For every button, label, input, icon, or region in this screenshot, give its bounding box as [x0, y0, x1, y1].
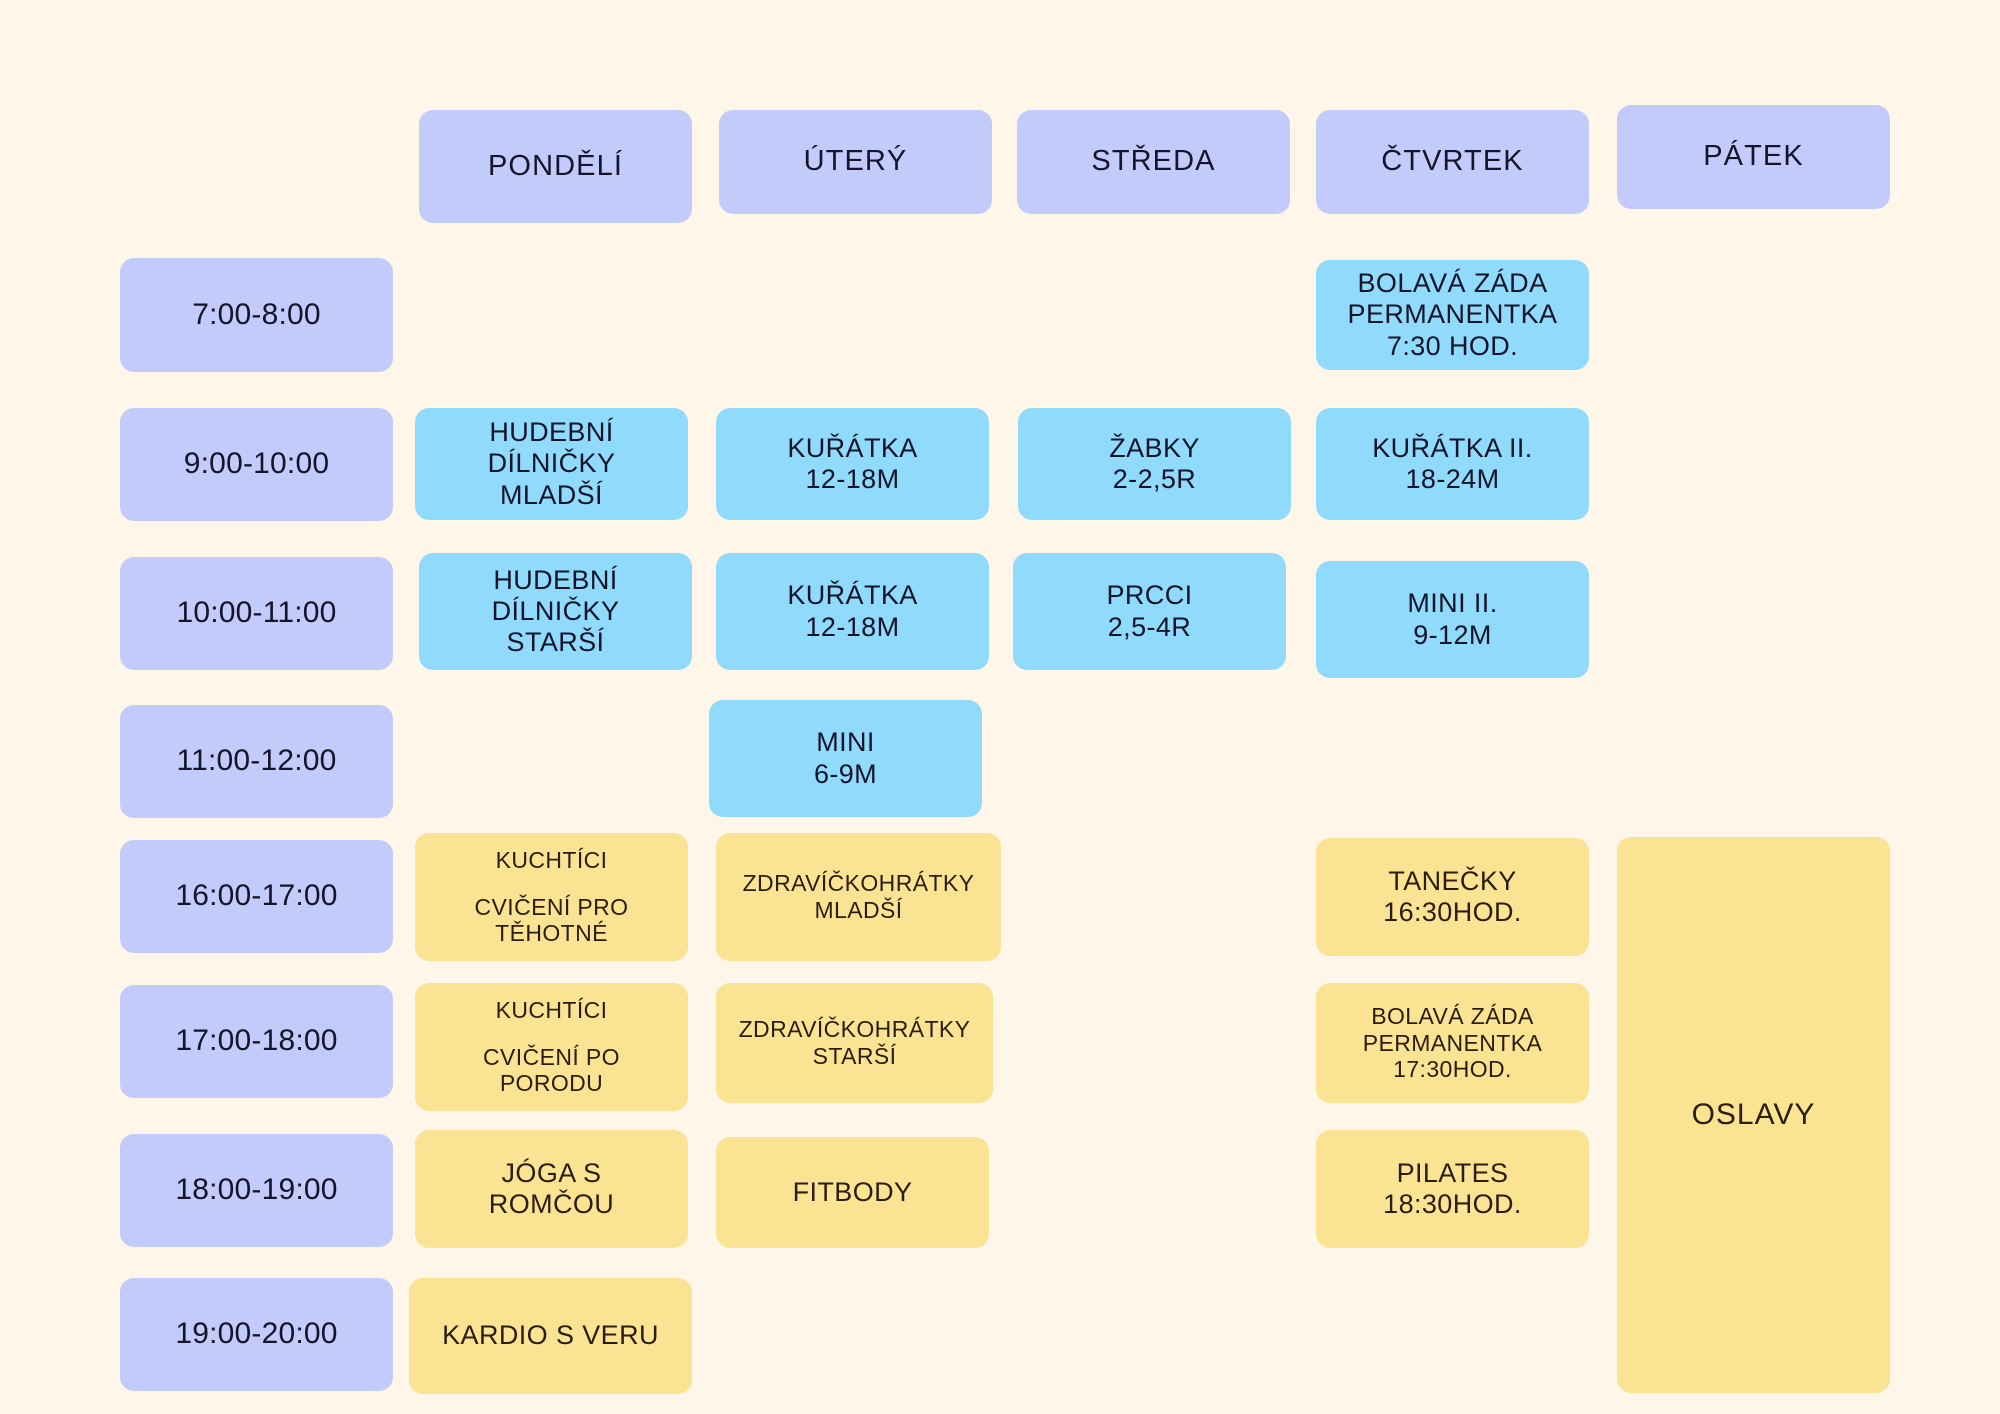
- class-line-2: 18:30HOD.: [1383, 1189, 1522, 1219]
- class-line-1: PILATES: [1396, 1157, 1509, 1188]
- class-line-2: ROMČOU: [488, 1189, 615, 1219]
- class-line-3: MLADŠÍ: [500, 479, 603, 510]
- time-label: 17:00-18:00: [175, 1024, 338, 1058]
- class-line-3: 17:30HOD.: [1393, 1056, 1512, 1083]
- class-line-1: KUCHTÍCI: [495, 996, 608, 1023]
- class-card-friday-oslavy[interactable]: OSLAVY: [1617, 837, 1890, 1393]
- class-line-1: HUDEBNÍ: [489, 417, 614, 448]
- class-card-thursday-1000-mini-ii[interactable]: MINI II. 9-12M: [1316, 561, 1589, 678]
- time-label: 16:00-17:00: [175, 879, 338, 913]
- time-slot-1900-2000: 19:00-20:00: [120, 1278, 393, 1391]
- class-line-3: PORODU: [499, 1070, 604, 1097]
- class-card-tuesday-1600-zdravickohratky-mladsi[interactable]: ZDRAVÍČKOHRÁTKY MLADŠÍ: [716, 833, 1001, 961]
- time-slot-1100-1200: 11:00-12:00: [120, 705, 393, 818]
- time-slot-1800-1900: 18:00-19:00: [120, 1134, 393, 1247]
- class-line-2: 12-18M: [805, 611, 900, 642]
- time-label: 9:00-10:00: [183, 447, 330, 481]
- class-card-monday-1800-joga-s-romcou[interactable]: JÓGA S ROMČOU: [415, 1130, 688, 1248]
- class-card-monday-1900-kardio-s-veru[interactable]: KARDIO S VERU: [409, 1278, 692, 1394]
- class-card-monday-1700-kuchtici-cviceni-po-porodu[interactable]: KUCHTÍCI CVIČENÍ PO PORODU: [415, 983, 688, 1111]
- class-line-1: MINI: [816, 727, 875, 758]
- class-line-1: JÓGA S: [501, 1157, 602, 1188]
- class-line-2: PERMANENTKA: [1347, 299, 1558, 330]
- class-line-2: 9-12M: [1413, 619, 1492, 650]
- class-line-3: TĚHOTNÉ: [495, 920, 608, 947]
- time-label: 10:00-11:00: [176, 596, 337, 630]
- time-label: 7:00-8:00: [192, 297, 321, 331]
- class-card-wednesday-1000-prcci[interactable]: PRCCI 2,5-4R: [1013, 553, 1286, 670]
- class-line-1: OSLAVY: [1691, 1097, 1816, 1131]
- class-card-tuesday-1700-zdravickohratky-starsi[interactable]: ZDRAVÍČKOHRÁTKY STARŠÍ: [716, 983, 993, 1103]
- class-line-1: KUŘÁTKA: [787, 580, 918, 611]
- class-line-2: 6-9M: [813, 758, 878, 789]
- class-line-1: FITBODY: [792, 1176, 913, 1207]
- class-line-2: 2-2,5R: [1112, 464, 1197, 494]
- class-card-tuesday-1000-kuratka[interactable]: KUŘÁTKA 12-18M: [716, 553, 989, 670]
- class-card-monday-1000-hudebni-dilnicky-starsi[interactable]: HUDEBNÍ DÍLNIČKY STARŠÍ: [419, 553, 692, 670]
- class-card-thursday-1800-pilates[interactable]: PILATES 18:30HOD.: [1316, 1130, 1589, 1248]
- class-line-2: DÍLNIČKY: [487, 448, 616, 479]
- time-slot-1700-1800: 17:00-18:00: [120, 985, 393, 1098]
- day-header-label: PONDĚLÍ: [487, 149, 623, 182]
- class-card-monday-1600-kuchtici-cviceni-pro-tehotne[interactable]: KUCHTÍCI CVIČENÍ PRO TĚHOTNÉ: [415, 833, 688, 961]
- day-header-friday: PÁTEK: [1617, 105, 1890, 209]
- time-slot-0700-0800: 7:00-8:00: [120, 258, 393, 372]
- class-line-1: PRCCI: [1106, 580, 1193, 611]
- class-card-tuesday-1100-mini[interactable]: MINI 6-9M: [709, 700, 982, 817]
- class-line-1: KARDIO S VERU: [442, 1320, 659, 1351]
- class-card-wednesday-0900-zabky[interactable]: ŽABKY 2-2,5R: [1018, 408, 1291, 520]
- class-card-tuesday-1800-fitbody[interactable]: FITBODY: [716, 1137, 989, 1248]
- day-header-label: PÁTEK: [1703, 140, 1804, 173]
- class-line-2: 2,5-4R: [1107, 611, 1192, 642]
- class-card-thursday-0730-bolava-zada[interactable]: BOLAVÁ ZÁDA PERMANENTKA 7:30 HOD.: [1316, 260, 1589, 370]
- class-line-2: PERMANENTKA: [1362, 1029, 1543, 1056]
- class-line-1: KUŘÁTKA II.: [1372, 432, 1533, 463]
- day-header-wednesday: STŘEDA: [1017, 110, 1290, 214]
- class-card-thursday-1700-bolava-zada[interactable]: BOLAVÁ ZÁDA PERMANENTKA 17:30HOD.: [1316, 983, 1589, 1103]
- class-card-thursday-1600-tanecky[interactable]: TANEČKY 16:30HOD.: [1316, 838, 1589, 956]
- day-header-label: ÚTERÝ: [803, 145, 908, 178]
- class-line-2: CVIČENÍ PRO: [474, 893, 629, 920]
- class-line-1: ŽABKY: [1109, 432, 1200, 463]
- day-header-label: STŘEDA: [1091, 145, 1216, 178]
- day-header-label: ČTVRTEK: [1381, 145, 1524, 178]
- class-line-1: TANEČKY: [1388, 865, 1517, 896]
- time-slot-1600-1700: 16:00-17:00: [120, 840, 393, 953]
- class-line-3: STARŠÍ: [506, 627, 605, 658]
- class-card-monday-0900-hudebni-dilnicky-mladsi[interactable]: HUDEBNÍ DÍLNIČKY MLADŠÍ: [415, 408, 688, 520]
- class-line-2: 12-18M: [805, 464, 900, 494]
- day-header-monday: PONDĚLÍ: [419, 110, 692, 223]
- class-line-1: MINI II.: [1407, 588, 1498, 619]
- day-header-thursday: ČTVRTEK: [1316, 110, 1589, 214]
- class-line-1: KUCHTÍCI: [495, 846, 608, 873]
- class-line-2: STARŠÍ: [812, 1043, 897, 1069]
- class-line-2: 18-24M: [1405, 464, 1500, 494]
- class-line-2: 16:30HOD.: [1383, 897, 1522, 927]
- class-line-1: BOLAVÁ ZÁDA: [1371, 1002, 1534, 1029]
- class-line-1: BOLAVÁ ZÁDA: [1357, 268, 1548, 299]
- day-header-tuesday: ÚTERÝ: [719, 110, 992, 214]
- class-card-thursday-0900-kuratka-ii[interactable]: KUŘÁTKA II. 18-24M: [1316, 408, 1589, 520]
- time-label: 11:00-12:00: [176, 744, 337, 778]
- class-line-1: ZDRAVÍČKOHRÁTKY: [742, 870, 975, 897]
- class-line-2: DÍLNIČKY: [491, 595, 620, 626]
- class-line-1: ZDRAVÍČKOHRÁTKY: [738, 1016, 971, 1043]
- time-label: 19:00-20:00: [175, 1317, 338, 1351]
- time-slot-1000-1100: 10:00-11:00: [120, 557, 393, 670]
- class-line-2: CVIČENÍ PO: [483, 1043, 620, 1070]
- class-line-1: KUŘÁTKA: [787, 432, 918, 463]
- class-card-tuesday-0900-kuratka[interactable]: KUŘÁTKA 12-18M: [716, 408, 989, 520]
- time-slot-0900-1000: 9:00-10:00: [120, 408, 393, 521]
- class-line-1: HUDEBNÍ: [493, 564, 618, 595]
- class-line-3: 7:30 HOD.: [1386, 330, 1519, 361]
- time-label: 18:00-19:00: [175, 1173, 338, 1207]
- class-line-2: MLADŠÍ: [814, 897, 903, 923]
